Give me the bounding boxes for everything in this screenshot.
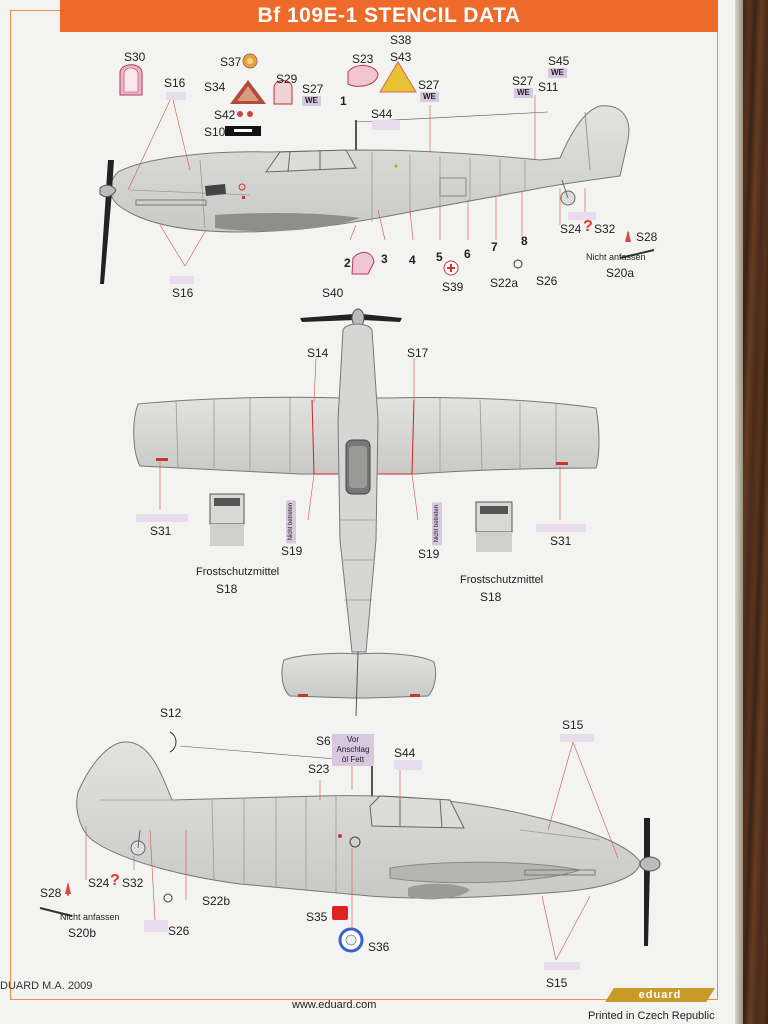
label-s11: S11 [538,80,559,94]
frostschutz-label-left: Frostschutzmittel [196,566,280,578]
label-s19-left: S19 [281,544,303,558]
small-decal-s26-bottom [144,920,168,932]
frostschutz-decals [209,493,513,552]
label-s26-top: S26 [536,274,558,288]
label-s32-bottom: S32 [122,876,144,890]
label-s44-top: S44 [371,107,393,121]
number-8: 8 [521,234,528,248]
label-s42: S42 [214,108,236,122]
plan-leader-lines [159,357,561,521]
we-decal-b: WE [420,92,439,102]
label-s20b: S20b [68,926,97,940]
small-decal-s31-right [536,524,586,532]
label-s24-top: S24 [560,222,582,236]
number-4: 4 [409,253,416,267]
side-view-top-aircraft [99,105,630,284]
label-s26-bottom: S26 [168,924,190,938]
top-leader-lines [127,95,586,267]
label-s40: S40 [322,286,344,300]
label-s30: S30 [124,50,146,64]
footer-copyright: DUARD M.A. 2009 [0,980,93,992]
label-s12: S12 [160,706,182,720]
number-3: 3 [381,252,388,266]
small-decal-s44-bottom [394,760,422,770]
label-s44-bottom: S44 [394,746,416,760]
label-s19-right: S19 [418,547,440,561]
label-s28-top: S28 [636,230,658,244]
label-s23: S23 [352,52,374,66]
label-s36: S36 [368,940,390,954]
label-s38: S38 [390,33,412,47]
plan-view-aircraft [133,308,600,717]
label-s10: S10 [204,125,226,139]
label-s27-c: S27 [512,74,534,88]
number-1: 1 [340,94,347,108]
number-5: 5 [436,250,443,264]
label-s20a: S20a [606,266,635,280]
label-s27-b: S27 [418,78,440,92]
label-s24-bottom: S24 [88,876,110,890]
nicht-anfassen-bottom: Nicht anfassen [60,912,120,922]
label-s16-top: S16 [164,76,186,90]
question-mark-top: ? [583,218,593,235]
nicht-anfassen-top: Nicht anfassen [586,252,646,262]
page-title: Bf 109E-1 STENCIL DATA [60,0,718,32]
footer-printed: Printed in Czech Republic [588,1010,715,1022]
number-7: 7 [491,240,498,254]
label-s18-left: S18 [216,582,238,596]
eduard-logo: eduard [605,988,715,1002]
label-s31-left: S31 [150,524,172,538]
label-s27-a: S27 [302,82,324,96]
label-s34: S34 [204,80,226,94]
label-s15-top: S15 [562,718,584,732]
label-s45: S45 [548,54,570,68]
footer-url[interactable]: www.eduard.com [292,999,377,1011]
label-s39: S39 [442,280,464,294]
label-s17: S17 [407,346,429,360]
nicht-betreten-decal-left: Nicht betreten [286,500,296,544]
label-s22a: S22a [490,276,519,290]
label-s14: S14 [307,346,329,360]
bottom-decal-icons [39,731,364,953]
number-6: 6 [464,247,471,261]
vor-anschlag-decal: Vor Anschlag öl Fett [332,734,374,766]
label-s31-right: S31 [550,534,572,548]
we-decal-a: WE [302,96,321,106]
bottom-leader-lines [85,741,619,961]
label-s35: S35 [306,910,328,924]
nicht-betreten-decal-right: Nicht betreten [432,502,442,546]
small-decal-s31-left [136,514,188,522]
number-2: 2 [344,256,351,270]
label-s32-top: S32 [594,222,616,236]
small-decal-s15-bottom [544,962,580,970]
frostschutz-label-right: Frostschutzmittel [460,574,544,586]
label-s37: S37 [220,55,242,69]
label-s28-bottom: S28 [40,886,62,900]
small-decal-s44-top [372,120,400,130]
top-decal-icons [119,53,655,276]
we-decal-d: WE [548,68,567,78]
label-s23-bottom: S23 [308,762,330,776]
small-decal-s16-top [166,92,186,100]
small-decal-s24-top [568,212,596,220]
label-s29: S29 [276,72,298,86]
small-decal-s15-top [560,734,594,742]
label-s18-right: S18 [480,590,502,604]
label-s43: S43 [390,50,412,64]
small-decal-s16-bottom [170,276,194,284]
label-s15-bottom: S15 [546,976,568,990]
question-mark-bottom: ? [110,872,120,889]
label-s6: S6 [316,734,331,748]
label-s22b: S22b [202,894,231,908]
we-decal-c: WE [514,88,533,98]
sheet-edge [735,0,743,1024]
label-s16-bottom: S16 [172,286,194,300]
side-view-bottom-aircraft [76,741,661,946]
